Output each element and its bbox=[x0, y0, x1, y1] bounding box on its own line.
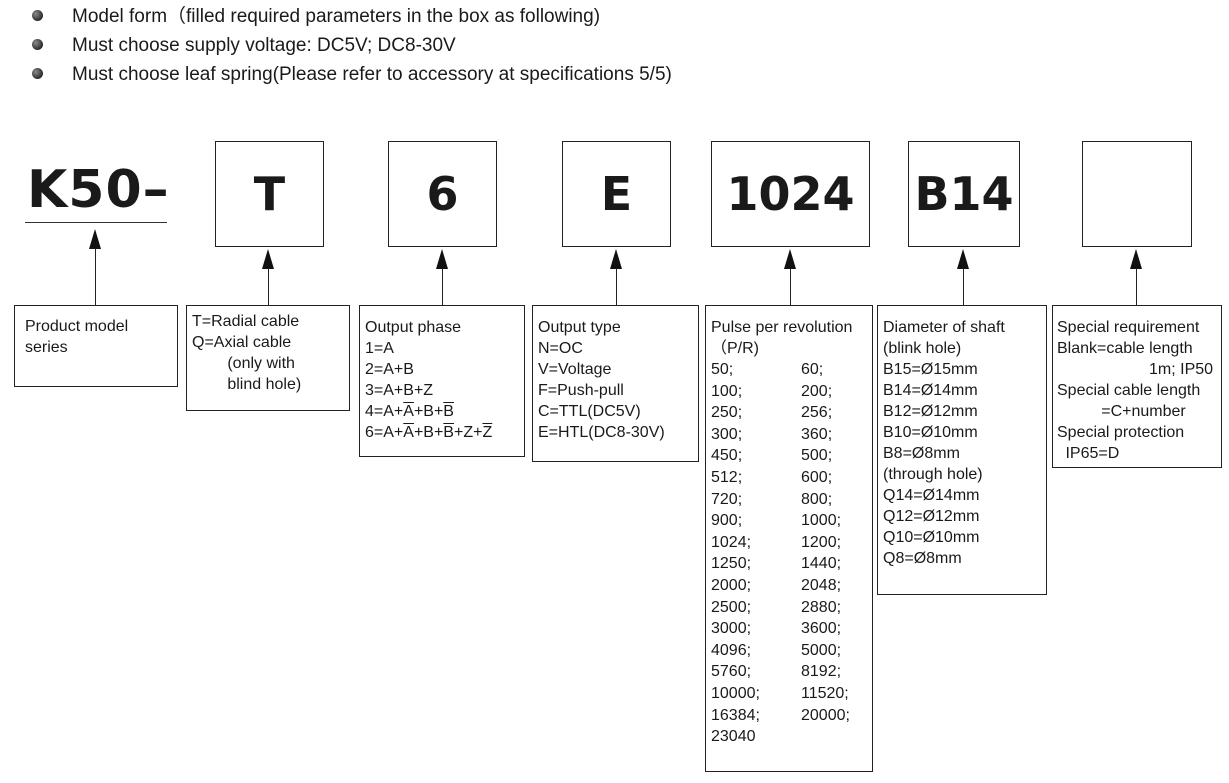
arrow-up-icon bbox=[89, 229, 101, 249]
ppr-value: 8192; bbox=[801, 663, 842, 681]
code-box-ppr: 1024 bbox=[711, 141, 870, 247]
model-series-underline bbox=[25, 222, 167, 223]
ppr-value: 600; bbox=[801, 468, 833, 486]
connector-line bbox=[790, 268, 791, 306]
arrow-up-icon bbox=[784, 249, 796, 269]
connector-line bbox=[616, 268, 617, 306]
connector-line bbox=[95, 248, 96, 306]
desc-special-requirement: Special requirement Blank=cable length 1… bbox=[1052, 305, 1222, 468]
ppr-value: 2500; bbox=[711, 598, 752, 616]
code-box-phase: 6 bbox=[388, 141, 497, 247]
note-model-form: Model form（filled required parameters in… bbox=[30, 2, 672, 31]
ppr-value: 100; bbox=[711, 382, 743, 400]
ppr-value: 300; bbox=[711, 425, 743, 443]
ppr-value: 900; bbox=[711, 512, 743, 530]
ppr-value: 450; bbox=[711, 447, 743, 465]
ppr-value: 4096; bbox=[711, 641, 752, 659]
arrow-up-icon bbox=[610, 249, 622, 269]
ppr-value: 20000; bbox=[801, 706, 850, 724]
desc-cable-type: T=Radial cable Q=Axial cable (only with … bbox=[186, 305, 350, 411]
ppr-value: 1024; bbox=[711, 533, 752, 551]
ppr-value: 2880; bbox=[801, 598, 842, 616]
ppr-value: 720; bbox=[711, 490, 743, 508]
ppr-value: 800; bbox=[801, 490, 833, 508]
code-box-special bbox=[1082, 141, 1192, 247]
arrow-up-icon bbox=[262, 249, 274, 269]
ppr-value: 360; bbox=[801, 425, 833, 443]
code-box-shaft: B14 bbox=[908, 141, 1020, 247]
ppr-value: 10000; bbox=[711, 684, 760, 702]
note-supply-voltage: Must choose supply voltage: DC5V; DC8-30… bbox=[30, 31, 672, 60]
note-leaf-spring: Must choose leaf spring(Please refer to … bbox=[30, 60, 672, 89]
ppr-value: 256; bbox=[801, 404, 833, 422]
ppr-value: 512; bbox=[711, 468, 743, 486]
ppr-value: 11520; bbox=[801, 684, 849, 702]
desc-product-series: Product model series bbox=[14, 305, 178, 387]
bullet-icon bbox=[32, 68, 43, 79]
ppr-value: 5000; bbox=[801, 641, 842, 659]
ppr-value: 1250; bbox=[711, 555, 752, 573]
arrow-up-icon bbox=[436, 249, 448, 269]
code-box-cable: T bbox=[215, 141, 324, 247]
ppr-value: 60; bbox=[801, 361, 824, 378]
ppr-value-grid: 50; 60; 100; 200; 250; 256; 300; 360; 450; 500; 51… bbox=[711, 359, 867, 748]
ppr-value: 1200; bbox=[801, 533, 842, 551]
ppr-value: 2000; bbox=[711, 576, 752, 594]
ppr-value: 16384; bbox=[711, 706, 760, 724]
connector-line bbox=[963, 268, 964, 306]
ppr-value: 1440; bbox=[801, 555, 842, 573]
connector-line bbox=[1136, 268, 1137, 306]
ppr-value: 200; bbox=[801, 382, 833, 400]
ppr-value: 2048; bbox=[801, 576, 842, 594]
code-box-output-type: E bbox=[562, 141, 671, 247]
bullet-icon bbox=[32, 10, 43, 21]
model-series-label: K50– bbox=[27, 160, 170, 220]
notes-list: Model form（filled required parameters in… bbox=[30, 2, 672, 89]
ppr-value: 3000; bbox=[711, 620, 752, 638]
arrow-up-icon bbox=[1130, 249, 1142, 269]
desc-output-phase: Output phase 1=A 2=A+B 3=A+B+Z 4=A+A+B+B… bbox=[359, 305, 525, 457]
ppr-value: 1000; bbox=[801, 512, 842, 530]
desc-shaft-diameter: Diameter of shaft (blink hole) B15=Ø15mm… bbox=[877, 305, 1047, 595]
connector-line bbox=[442, 268, 443, 306]
ppr-value: 250; bbox=[711, 404, 743, 422]
ppr-value: 500; bbox=[801, 447, 833, 465]
ppr-value: 5760; bbox=[711, 663, 752, 681]
arrow-up-icon bbox=[957, 249, 969, 269]
connector-line bbox=[268, 268, 269, 306]
ppr-value: 3600; bbox=[801, 620, 842, 638]
desc-pulse-per-revolution: Pulse per revolution （P/R) 50;60;100;200… bbox=[705, 305, 873, 772]
ppr-value: 50; bbox=[711, 361, 734, 378]
desc-output-type: Output type N=OC V=Voltage F=Push-pull C… bbox=[532, 305, 699, 462]
bullet-icon bbox=[32, 39, 43, 50]
ppr-value: 23040 bbox=[711, 728, 756, 746]
